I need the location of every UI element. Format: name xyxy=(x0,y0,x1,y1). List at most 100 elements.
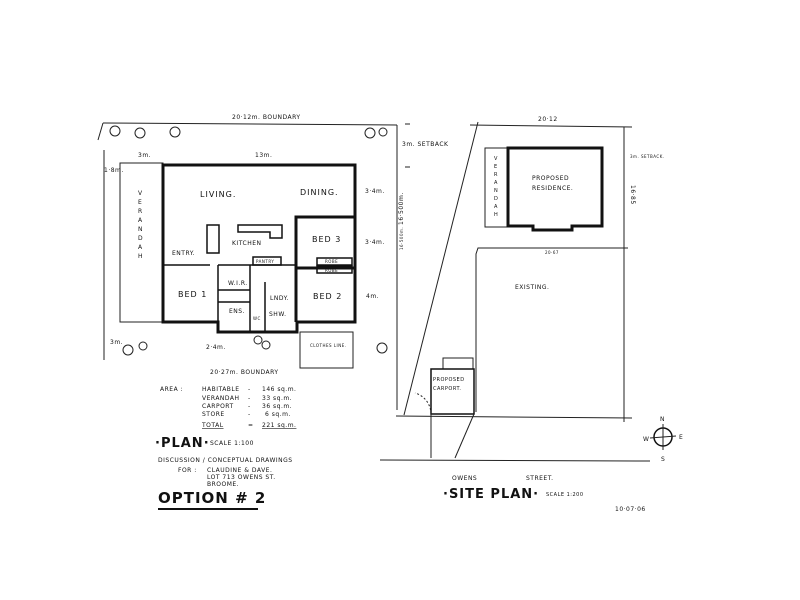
existing-lot-boundary xyxy=(475,247,628,412)
tree-icon xyxy=(109,125,388,356)
dim-front: 1·8m. xyxy=(104,167,124,174)
area-sep: - xyxy=(248,411,251,418)
plan-title: ·PLAN· xyxy=(155,436,210,451)
compass-e: E xyxy=(679,434,683,441)
kitchen-bench-left xyxy=(206,224,220,254)
front-boundary xyxy=(395,415,633,419)
kitchen-bench xyxy=(237,224,283,239)
area-sep: - xyxy=(248,386,251,393)
area-label: AREA : xyxy=(160,386,183,393)
residence-label: PROPOSED xyxy=(532,175,569,182)
street-label: OWENS xyxy=(452,475,477,482)
compass-n: N xyxy=(660,416,665,423)
room-living: LIVING. xyxy=(200,190,236,199)
area-name: HABITABLE xyxy=(202,386,240,393)
area-schedule: AREA : HABITABLE - 146 sq.m. VERANDAH - 33 s… xyxy=(160,386,296,429)
area-row: HABITABLE - 146 sq.m. xyxy=(202,386,296,393)
proposed-residence xyxy=(506,146,604,232)
plan-scale: SCALE 1:100 xyxy=(210,440,254,447)
robe-label: ROBE xyxy=(325,268,338,273)
top-boundary-label: 20·12m. BOUNDARY xyxy=(232,114,301,121)
robe-box-2 xyxy=(316,265,353,274)
site-top-boundary xyxy=(469,124,633,128)
lot-address: LOT 713 OWENS ST. xyxy=(207,474,276,481)
town: BROOME. xyxy=(207,481,239,488)
room-wc: WC xyxy=(253,316,261,321)
room-shower: SHW. xyxy=(269,311,286,318)
area-row-total: TOTAL=221 sq.m. xyxy=(201,422,296,429)
dim-house-width: 13m. xyxy=(255,152,272,159)
street-label: STREET. xyxy=(526,475,554,482)
compass-s: S xyxy=(661,456,665,463)
dim-bed3: 3·4m. xyxy=(365,239,385,246)
dim-verandah: 3m. xyxy=(138,152,151,159)
side-boundary-label: 16·500m. xyxy=(398,192,405,225)
room-kitchen: KITCHEN xyxy=(232,240,262,247)
dim-living: 3·4m. xyxy=(365,188,385,195)
street-kerb xyxy=(379,459,651,462)
clothes-line-area xyxy=(299,331,354,369)
setback-right-label: 3m. SETBACK. xyxy=(630,154,665,159)
room-ensuite: ENS. xyxy=(229,308,245,315)
area-name: STORE xyxy=(202,411,225,418)
site-left-dim: 16·500m. xyxy=(399,227,404,250)
verandah-outline xyxy=(119,162,164,323)
floor-plan: 20·12m. BOUNDARY 20·27m. BOUNDARY 16·500… xyxy=(97,114,405,376)
room-pantry: PANTRY xyxy=(256,259,274,264)
area-name: VERANDAH xyxy=(202,395,240,402)
site-plan: 3m. SETBACK 16·500m. 20·12 3m. SETBACK. … xyxy=(379,116,683,513)
proposed-carport xyxy=(430,368,475,415)
drawing-date: 10·07·06 xyxy=(615,506,646,513)
gate-swing xyxy=(414,392,432,415)
plan-subtitle: DISCUSSION / CONCEPTUAL DRAWINGS xyxy=(158,457,293,464)
site-plan-title: ·SITE PLAN· xyxy=(443,487,539,502)
residence-label: RESIDENCE. xyxy=(532,185,573,192)
boundary-corner xyxy=(97,122,104,141)
area-row: VERANDAH - 33 sq.m. xyxy=(202,395,292,402)
area-value: 146 sq.m. xyxy=(262,386,296,393)
for-label: FOR : xyxy=(178,467,197,474)
room-bed2: BED 2 xyxy=(313,292,342,301)
clothes-line-label: CLOTHES LINE. xyxy=(310,343,347,348)
area-value: 36 sq.m. xyxy=(262,403,292,410)
area-name: CARPORT xyxy=(202,403,234,410)
area-sep: - xyxy=(248,403,251,410)
area-row: STORE - 6 sq.m. xyxy=(202,411,291,418)
top-boundary-line xyxy=(102,122,398,126)
carport-label: CARPORT. xyxy=(433,386,462,392)
store-box xyxy=(442,357,474,370)
option-title: OPTION # 2 xyxy=(158,489,266,507)
area-name: TOTAL xyxy=(201,422,224,429)
area-value: 6 sq.m. xyxy=(265,411,291,418)
driveway-right xyxy=(454,413,475,459)
room-wir: W.I.R. xyxy=(228,280,248,287)
compass-w: W xyxy=(643,436,649,443)
room-bed1: BED 1 xyxy=(178,290,207,299)
room-bed3: BED 3 xyxy=(312,235,341,244)
dim-rear-2: 2·4m. xyxy=(206,344,226,351)
dim-bed2: 4m. xyxy=(366,293,379,300)
robe-label: ROBE xyxy=(325,259,338,264)
bed-wing-wall xyxy=(294,215,355,322)
area-value: 33 sq.m. xyxy=(262,395,292,402)
room-dining: DINING. xyxy=(300,188,339,197)
existing-label: EXISTING. xyxy=(515,284,549,291)
client-name: CLAUDINE & DAVE. xyxy=(207,467,272,474)
pantry-box xyxy=(252,256,282,266)
existing-dim: 20·67 xyxy=(545,250,559,255)
compass-icon: N E S W xyxy=(643,416,683,463)
area-sep: - xyxy=(248,395,251,402)
setback-left-label: 3m. SETBACK xyxy=(402,141,449,148)
site-side-dim: 16·85 xyxy=(629,185,636,205)
site-plan-scale: SCALE 1:200 xyxy=(546,492,584,498)
robe-box-1 xyxy=(316,257,353,266)
site-diagonal-boundary xyxy=(403,121,479,416)
carport-label: PROPOSED xyxy=(433,377,465,383)
area-sep: = xyxy=(248,422,254,429)
room-laundry: LNDY. xyxy=(270,295,289,302)
bottom-boundary-label: 20·27m. BOUNDARY xyxy=(210,369,279,376)
room-entry: ENTRY. xyxy=(172,250,195,257)
